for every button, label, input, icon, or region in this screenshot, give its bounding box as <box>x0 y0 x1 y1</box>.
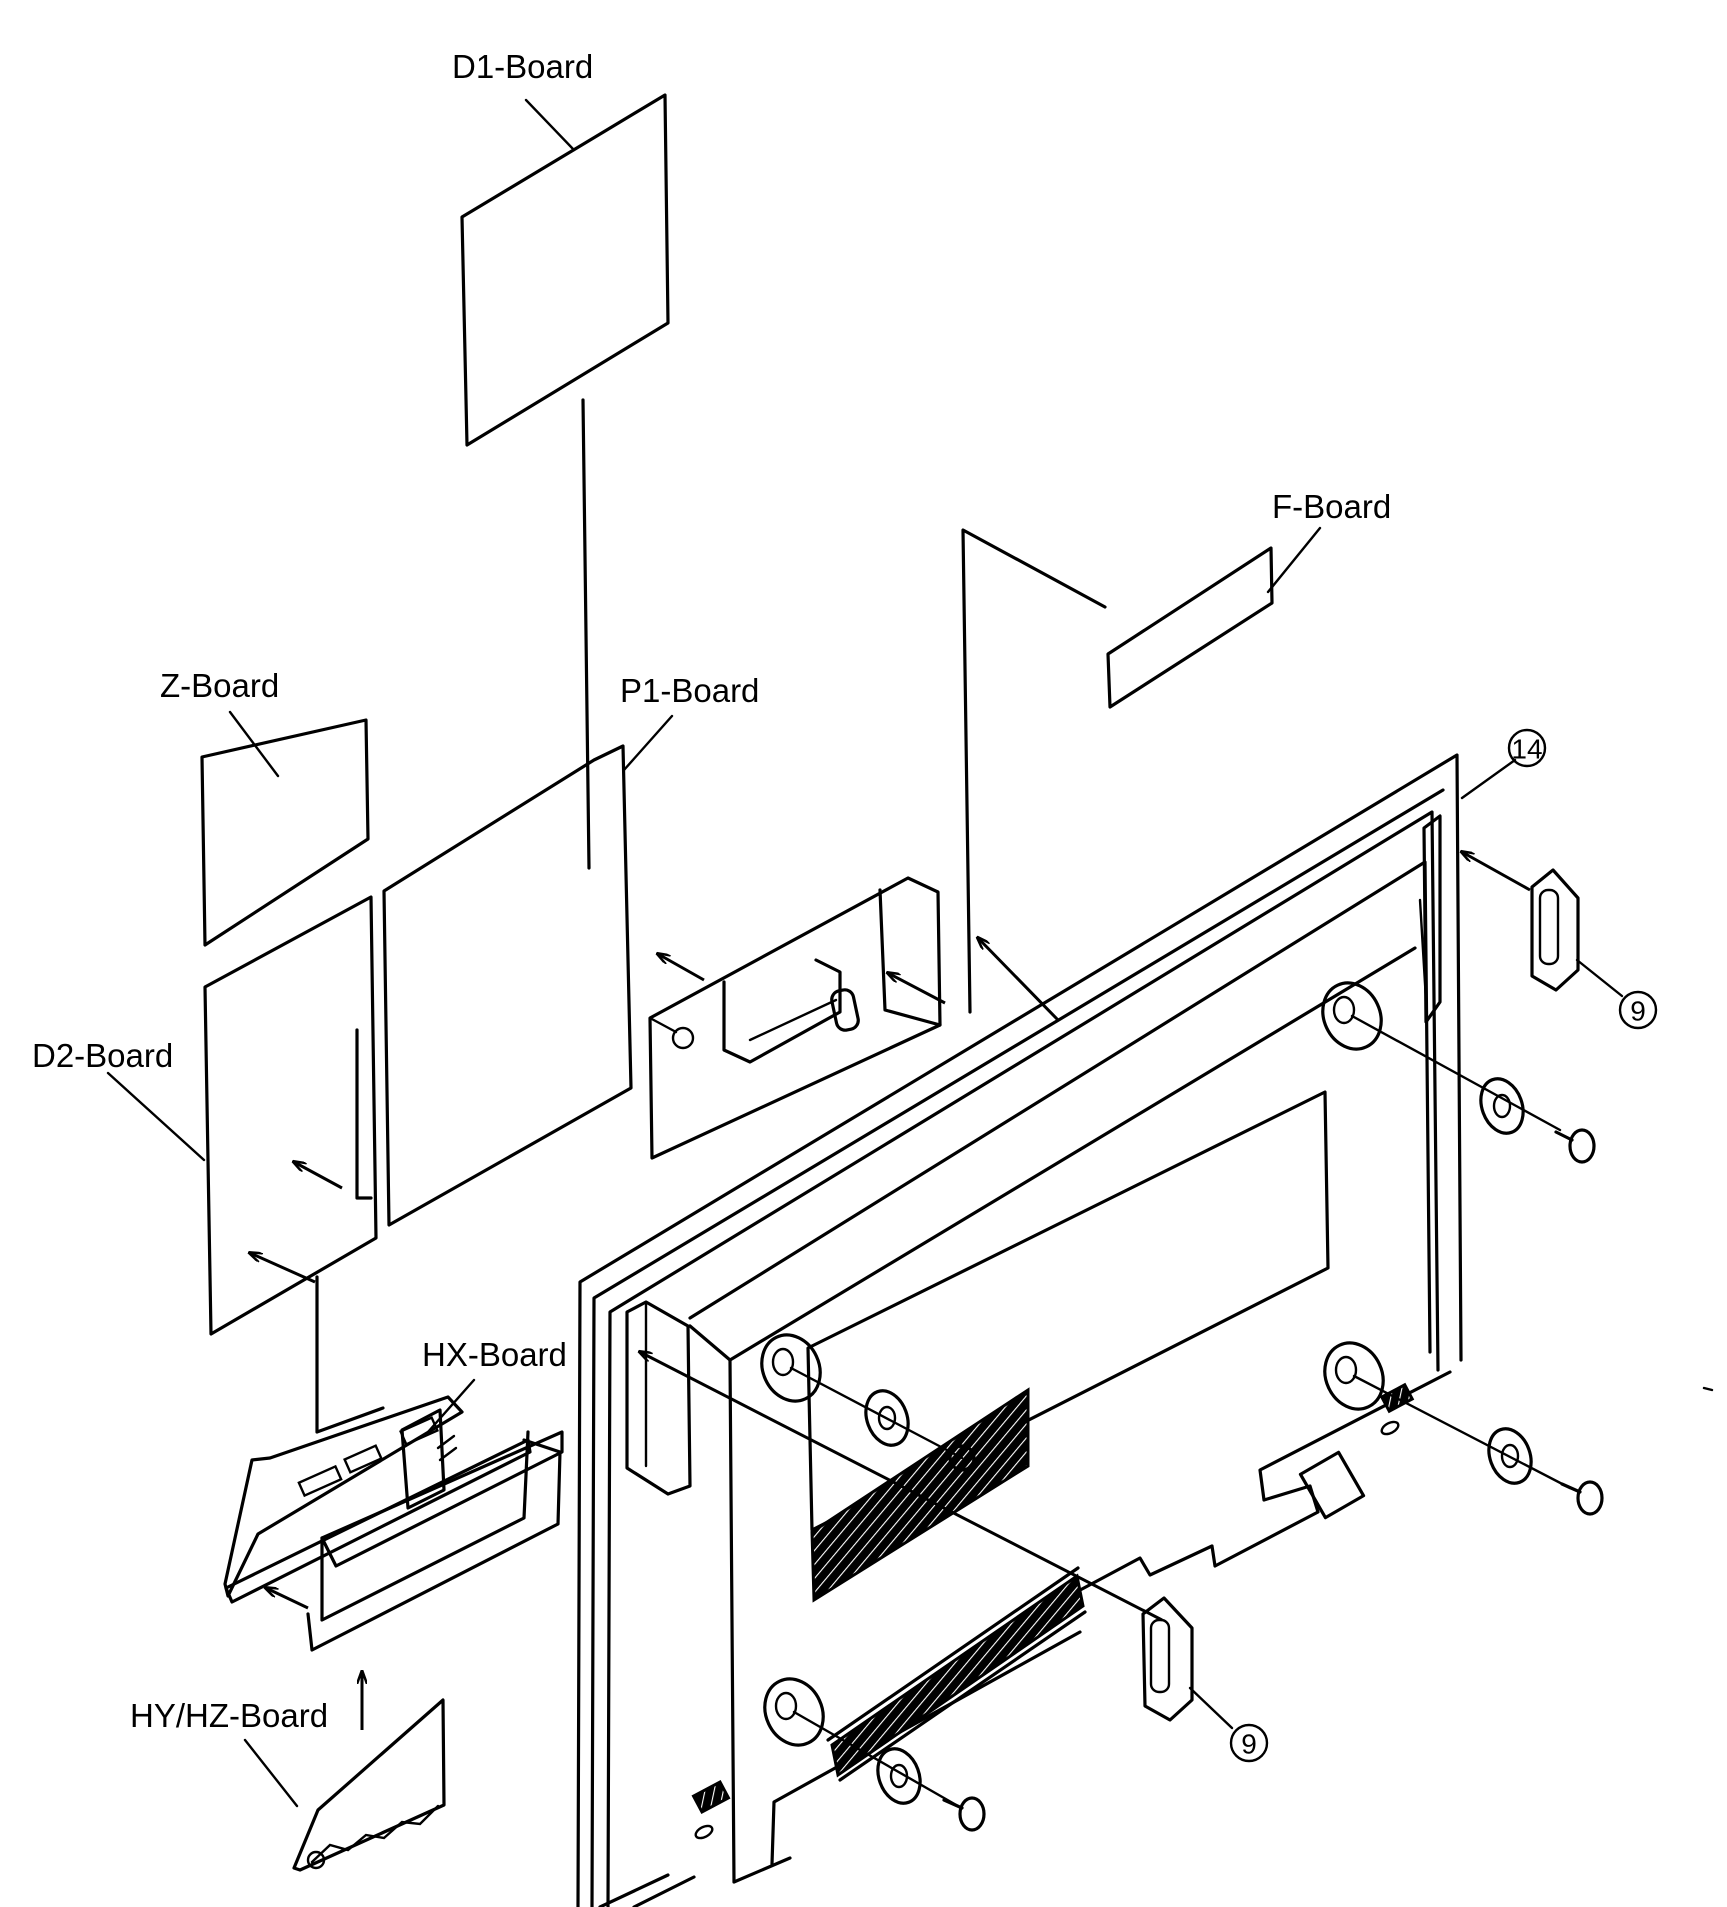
f-board: F-Board <box>1106 488 1391 709</box>
arrow-d2-lower <box>250 1253 316 1284</box>
handle-lower <box>1141 1596 1194 1722</box>
callout-9-lower: 9 <box>1188 1686 1269 1763</box>
screw-set-lower-left <box>792 1710 986 1832</box>
arrow-hx-left <box>266 1588 309 1610</box>
hx-board-label: HX-Board <box>422 1336 567 1373</box>
d1-board-label: D1-Board <box>452 48 593 85</box>
callout-14: 14 <box>1460 728 1547 800</box>
d2-board: D2-Board <box>32 895 385 1434</box>
main-chassis <box>576 753 1463 1907</box>
handle-upper-right <box>1462 852 1580 992</box>
z-board: Z-Board <box>160 667 370 947</box>
screw-set-center <box>789 1366 964 1460</box>
p1-board-label: P1-Board <box>620 672 759 709</box>
d2-board-label: D2-Board <box>32 1037 173 1074</box>
p1-board: P1-Board <box>382 672 759 1227</box>
callout-9-upper-label: 9 <box>1630 996 1646 1027</box>
arrow-f-guide <box>978 938 1060 1022</box>
f-board-guide <box>961 528 1107 1022</box>
arrow-long-guide <box>640 1352 1163 1622</box>
z-board-label: Z-Board <box>160 667 279 704</box>
arrow-d2-in <box>294 1162 343 1190</box>
hy-hz-board-label: HY/HZ-Board <box>130 1697 328 1734</box>
callout-9-lower-label: 9 <box>1241 1729 1257 1760</box>
hx-bracket: HX-Board <box>223 1336 567 1730</box>
arrow-handle-upper <box>1462 852 1531 892</box>
f-board-label: F-Board <box>1272 488 1391 525</box>
callout-14-label: 14 <box>1511 734 1542 765</box>
arrow-p1-left <box>658 954 705 982</box>
center-bracket <box>648 876 946 1160</box>
screw-set-upper-right <box>1350 1014 1596 1164</box>
d1-board: D1-Board <box>452 48 670 870</box>
screw-set-lower-right <box>1352 1374 1604 1516</box>
arrow-bracket-in <box>888 973 946 1005</box>
hy-hz-board: HY/HZ-Board <box>130 1697 446 1872</box>
callout-9-upper: 9 <box>1575 958 1658 1030</box>
